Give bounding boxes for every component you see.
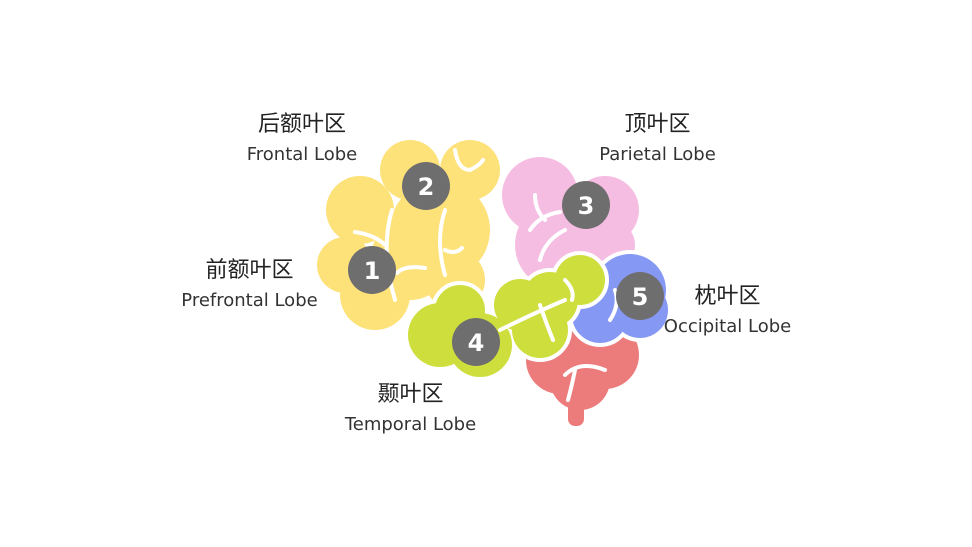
sulci-lines (353, 148, 619, 402)
label-zh: 前额叶区 (205, 258, 294, 283)
label-en: Frontal Lobe (246, 144, 358, 165)
label-en: Prefrontal Lobe (181, 290, 318, 311)
svg-text:3: 3 (578, 192, 595, 220)
svg-text:4: 4 (468, 329, 485, 357)
label-en: Temporal Lobe (344, 414, 477, 435)
label-parietal: 顶叶区 Parietal Lobe (585, 112, 730, 167)
label-occipital: 枕叶区 Occipital Lobe (655, 284, 800, 339)
badge-4: 4 (452, 318, 500, 366)
badge-3: 3 (562, 181, 610, 229)
svg-text:2: 2 (418, 173, 435, 201)
label-temporal: 颞叶区 Temporal Lobe (333, 382, 488, 437)
label-zh: 后额叶区 (257, 112, 346, 137)
badge-1: 1 (348, 246, 396, 294)
label-zh: 枕叶区 (694, 284, 761, 309)
svg-text:5: 5 (632, 283, 649, 311)
label-prefrontal: 前额叶区 Prefrontal Lobe (172, 258, 327, 313)
label-en: Occipital Lobe (663, 316, 792, 337)
badge-2: 2 (402, 162, 450, 210)
badge-5: 5 (616, 272, 664, 320)
svg-text:1: 1 (364, 257, 381, 285)
label-zh: 颞叶区 (377, 382, 444, 407)
label-frontal: 后额叶区 Frontal Lobe (228, 112, 376, 167)
label-en: Parietal Lobe (599, 144, 716, 165)
label-zh: 顶叶区 (624, 112, 691, 137)
